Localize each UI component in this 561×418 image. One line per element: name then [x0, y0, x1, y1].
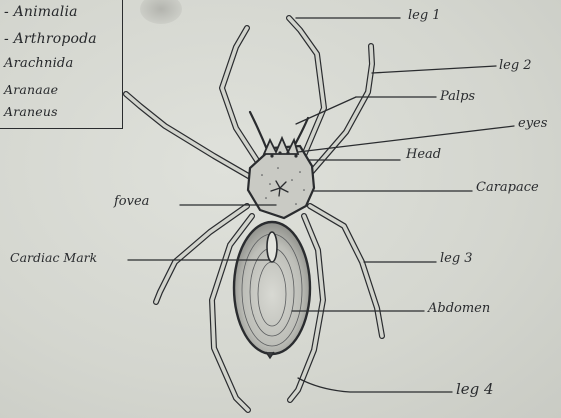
- head: [264, 138, 298, 154]
- label-leg-2: leg 2: [499, 58, 532, 73]
- label-leg-1: leg 1: [408, 8, 441, 23]
- label-palps: Palps: [440, 89, 475, 104]
- label-carapace: Carapace: [476, 180, 539, 195]
- cardiac-mark-shape: [267, 232, 277, 262]
- label-leg-4: leg 4: [456, 380, 494, 398]
- label-cardiac-mark: Cardiac Mark: [10, 250, 97, 265]
- leader-leg4: [298, 378, 452, 392]
- leader-leg2: [372, 66, 496, 73]
- leg-1-left: [222, 28, 258, 162]
- label-head: Head: [406, 147, 441, 162]
- label-eyes: eyes: [518, 116, 547, 131]
- label-fovea: fovea: [114, 194, 149, 209]
- spinnerets: [266, 352, 274, 358]
- label-leg-3: leg 3: [440, 251, 473, 266]
- spider-legs: [126, 18, 382, 410]
- label-abdomen: Abdomen: [428, 301, 490, 316]
